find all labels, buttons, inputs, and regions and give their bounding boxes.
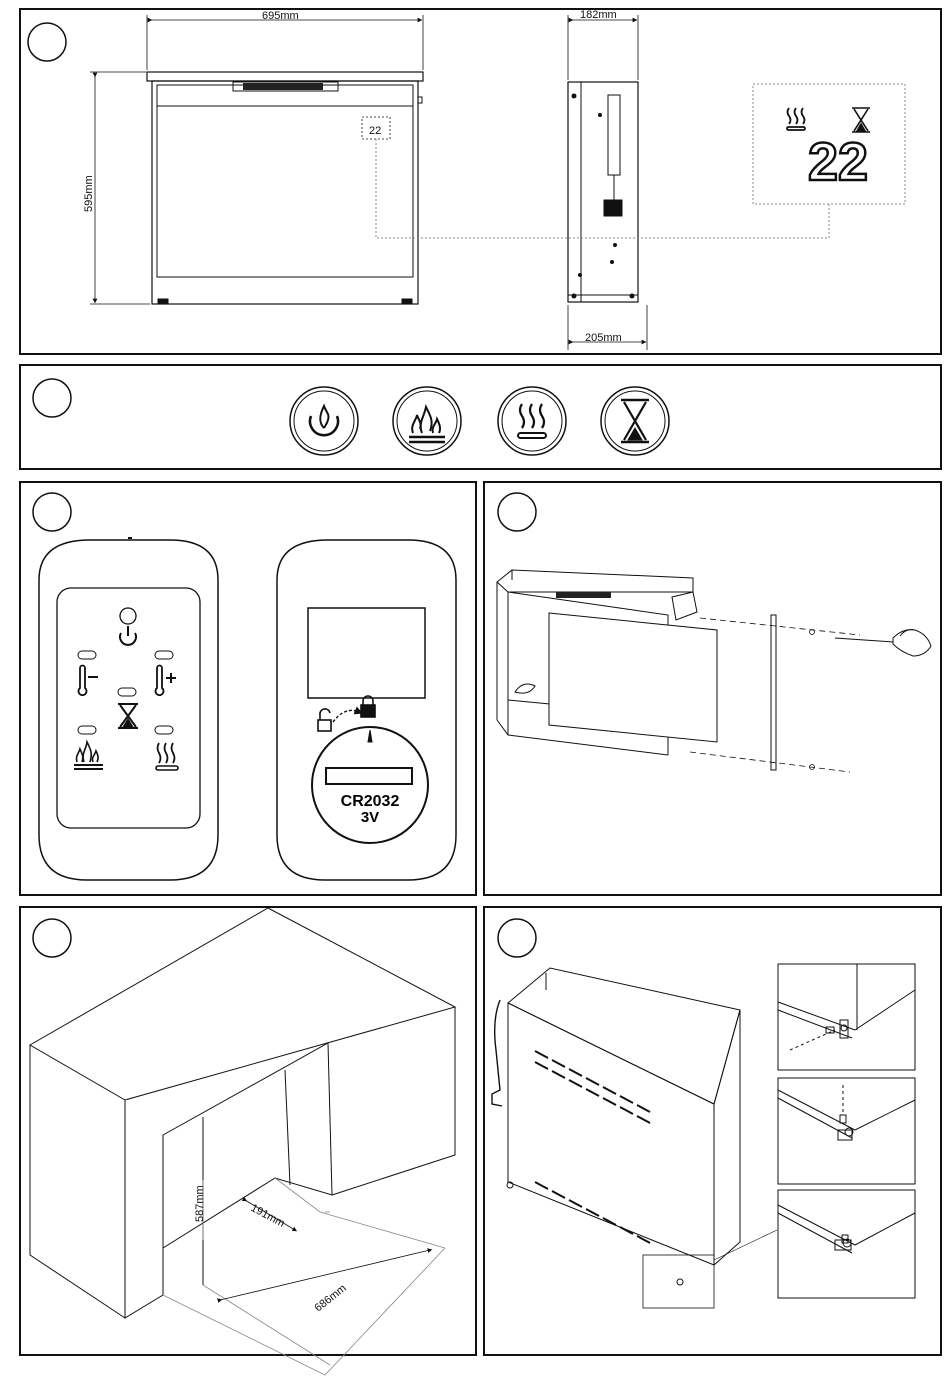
battery-voltage: 3V <box>361 809 379 826</box>
step-circle-4 <box>498 493 536 531</box>
opening-depth-label: 191mm <box>249 1202 287 1230</box>
width-dimension <box>147 15 423 70</box>
step-circle-3 <box>33 493 71 531</box>
panel-fireplace-opening: 587mm 191mm 686mm <box>20 907 476 1375</box>
battery-type: CR2032 <box>341 793 400 810</box>
panel-dimensions: 22 695mm 595mm <box>20 9 941 354</box>
opening-height-label: 587mm <box>194 1185 206 1222</box>
trim-bar <box>771 615 776 770</box>
opening-width-label: 686mm <box>312 1282 348 1314</box>
depth-top-label: 182mm <box>580 9 617 21</box>
flame-power-icon <box>290 387 358 455</box>
depth-bottom-label: 205mm <box>585 332 622 344</box>
panel-control-icons <box>20 365 941 469</box>
remote-front <box>39 538 218 880</box>
panel-remote-control: CR2032 3V <box>20 482 476 895</box>
detail-step-a <box>778 964 915 1070</box>
heat-icon <box>498 387 566 455</box>
step-circle-6 <box>498 919 536 957</box>
flame-effect-icon <box>393 387 461 455</box>
callout-hourglass-icon <box>852 108 870 132</box>
depth-dimensions <box>568 15 647 350</box>
step-circle-1 <box>28 23 66 61</box>
heater-side-view <box>568 82 638 302</box>
step-circle-5 <box>33 919 71 957</box>
panel-front-glass-removal <box>484 482 941 895</box>
height-dimension <box>90 72 150 304</box>
opening-dimensions <box>220 1200 430 1300</box>
small-display-value: 22 <box>369 125 381 137</box>
height-label: 595mm <box>83 175 95 212</box>
timer-icon <box>601 387 669 455</box>
width-label: 695mm <box>262 10 299 22</box>
panel-bracket-fitting <box>484 907 941 1355</box>
callout-heat-icon <box>787 108 805 130</box>
glass-panel <box>549 613 717 742</box>
detail-step-b <box>778 1078 915 1184</box>
step-circle-2 <box>33 379 71 417</box>
callout-display-value: 22 <box>808 132 868 192</box>
detail-step-c <box>778 1190 915 1298</box>
mantel-iso <box>30 908 455 1318</box>
remote-back <box>277 540 456 880</box>
heater-rear-iso <box>492 968 777 1308</box>
heater-front-view: 22 <box>147 72 423 304</box>
